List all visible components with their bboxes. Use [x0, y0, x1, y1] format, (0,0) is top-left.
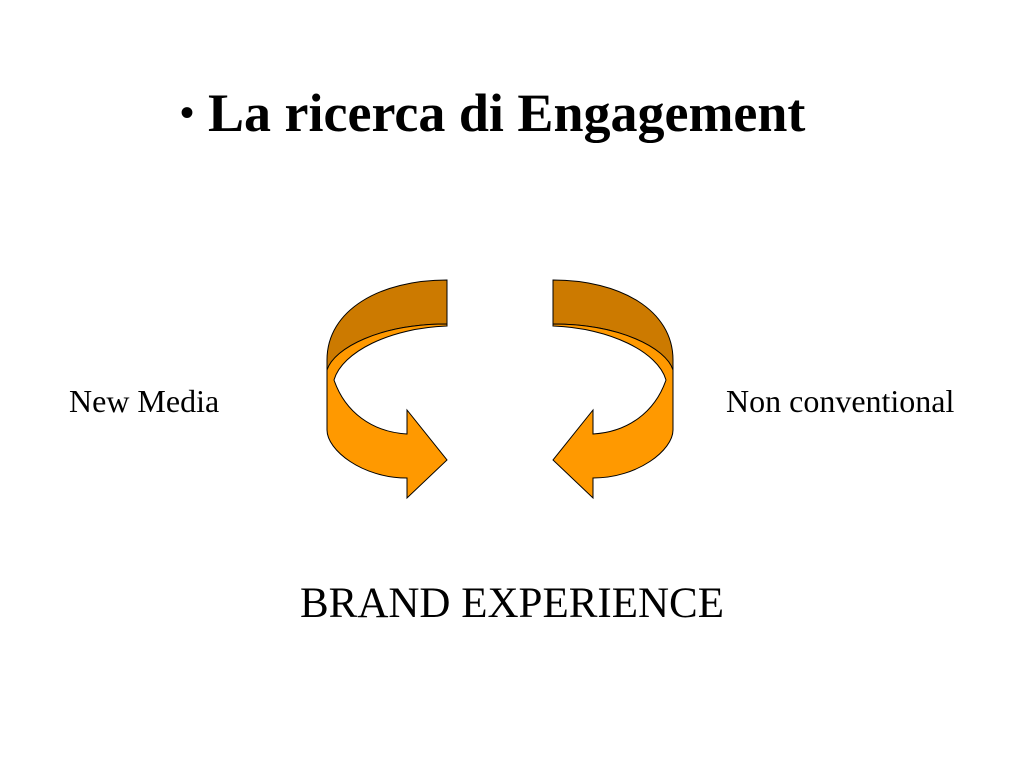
slide-title: La ricerca di Engagement — [208, 83, 806, 143]
label-new-media: New Media — [69, 383, 220, 419]
right-arrow-front-band — [552, 323, 674, 500]
label-brand-experience: BRAND EXPERIENCE — [299, 580, 725, 627]
left-arrow-front-band — [326, 323, 448, 500]
title-bullet: • — [180, 90, 195, 135]
label-non-conventional: Non conventional — [726, 383, 955, 419]
title-row: • La ricerca di Engagement — [180, 78, 805, 148]
